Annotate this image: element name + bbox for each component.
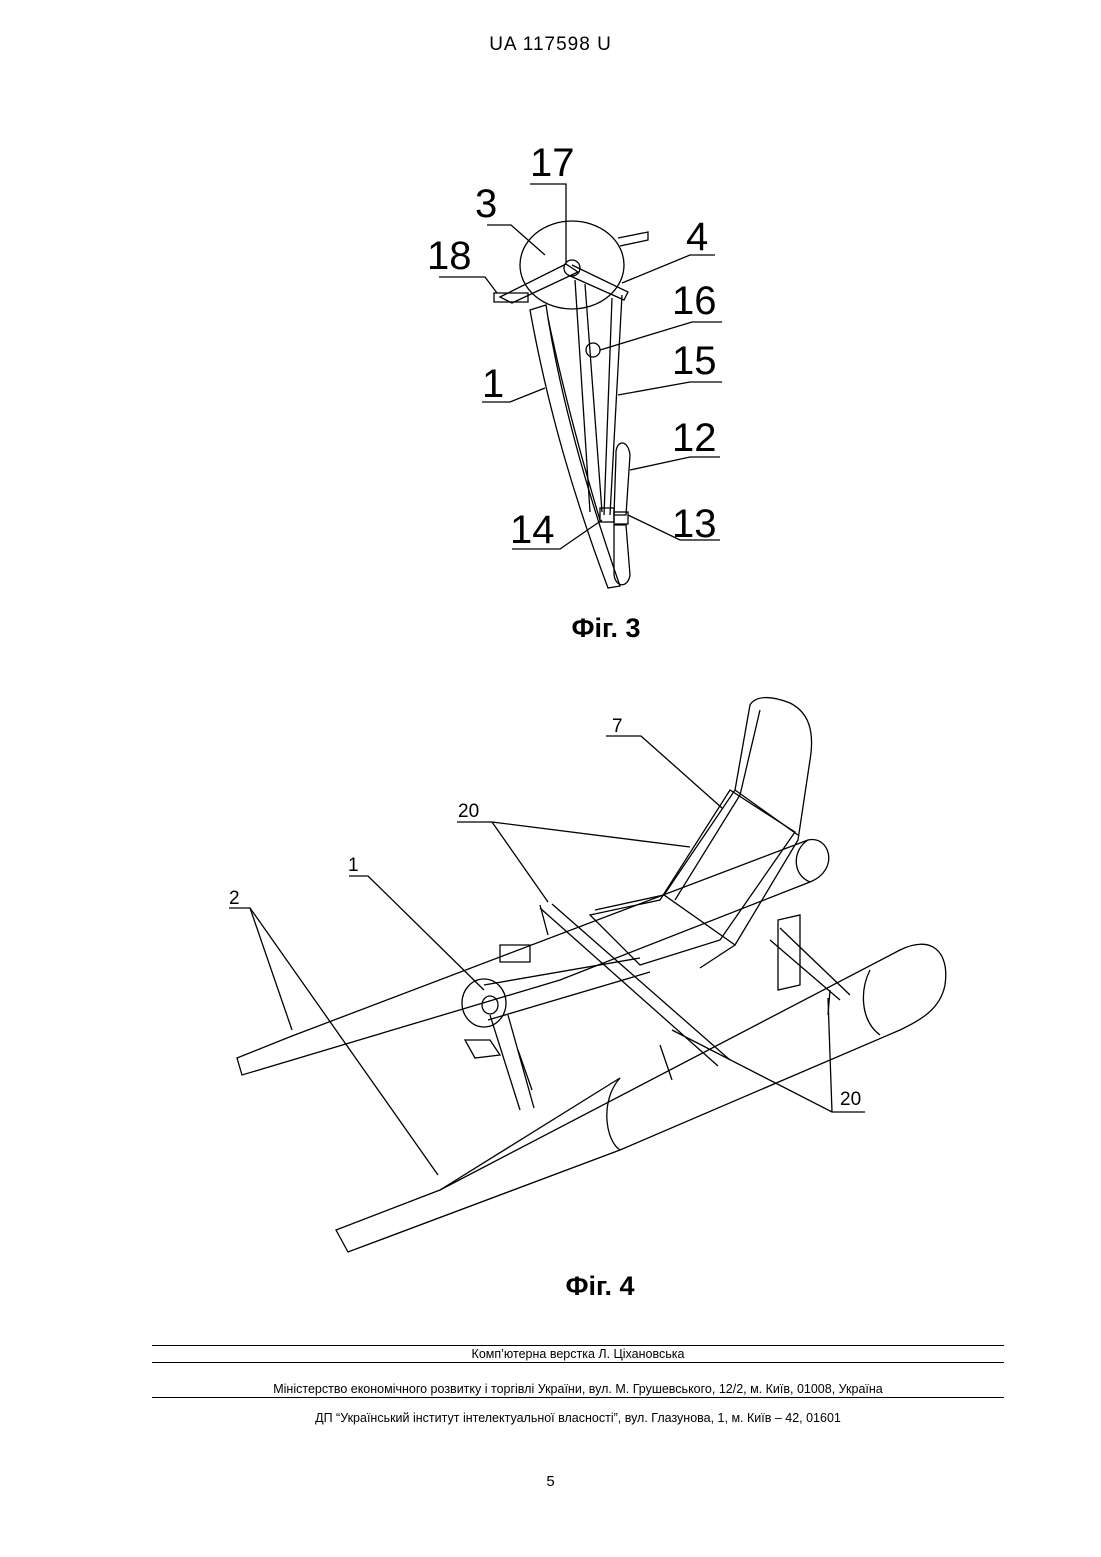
figure-4-caption: Фіг. 4: [500, 1271, 700, 1302]
label-20-top: 20: [458, 801, 479, 822]
footer-ministry: Міністерство економічного розвитку і тор…: [152, 1382, 1004, 1396]
label-1-fig4: 1: [348, 855, 359, 876]
footer-rule-1: [152, 1345, 1004, 1346]
footer-institute: ДП “Український інститут інтелектуальної…: [152, 1411, 1004, 1425]
figure-4-drawing: 7 20 1 2 20: [0, 0, 1101, 1300]
label-2: 2: [229, 888, 240, 909]
footer-rule-3: [152, 1397, 1004, 1398]
page-number: 5: [0, 1473, 1101, 1490]
label-20-bottom: 20: [840, 1089, 861, 1110]
footer-rule-2: [152, 1362, 1004, 1363]
label-7: 7: [612, 716, 623, 737]
footer-layout-credit: Комп’ютерна верстка Л. Ціхановська: [152, 1347, 1004, 1361]
